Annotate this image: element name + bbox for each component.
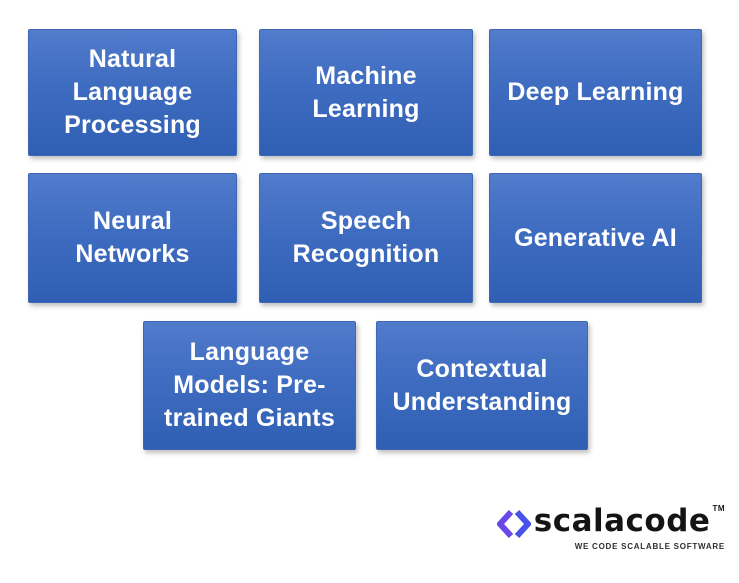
card-natural-language-processing: Natural Language Processing	[28, 29, 237, 156]
card-speech-recognition: Speech Recognition	[259, 173, 473, 303]
brand-row: scalacode TM	[496, 502, 725, 539]
card-label: Deep Learning	[507, 78, 684, 106]
card-label: Machine Learning	[312, 61, 420, 123]
chevron-right-icon	[514, 509, 531, 539]
chevron-left-icon	[496, 509, 513, 539]
card-label: Language Models: Pre- trained Giants	[164, 338, 335, 432]
card-generative-ai: Generative AI	[489, 173, 702, 303]
trademark-symbol: TM	[712, 504, 725, 513]
card-neural-networks: Neural Networks	[28, 173, 237, 303]
card-label: Natural Language Processing	[64, 45, 201, 139]
card-label: Neural Networks	[75, 207, 190, 268]
card-label: Speech Recognition	[292, 207, 440, 268]
card-contextual-understanding: Contextual Understanding	[376, 321, 588, 450]
card-label: Contextual Understanding	[392, 354, 572, 416]
code-chevrons-icon	[496, 509, 531, 539]
brand-name: scalacode	[533, 502, 711, 539]
card-machine-learning: Machine Learning	[259, 29, 473, 156]
brand-tagline: WE CODE SCALABLE SOFTWARE	[574, 542, 725, 551]
scalacode-logo: scalacode TM WE CODE SCALABLE SOFTWARE	[496, 502, 725, 551]
card-deep-learning: Deep Learning	[489, 29, 702, 156]
card-label: Generative AI	[514, 223, 677, 252]
card-language-models: Language Models: Pre- trained Giants	[143, 321, 356, 450]
